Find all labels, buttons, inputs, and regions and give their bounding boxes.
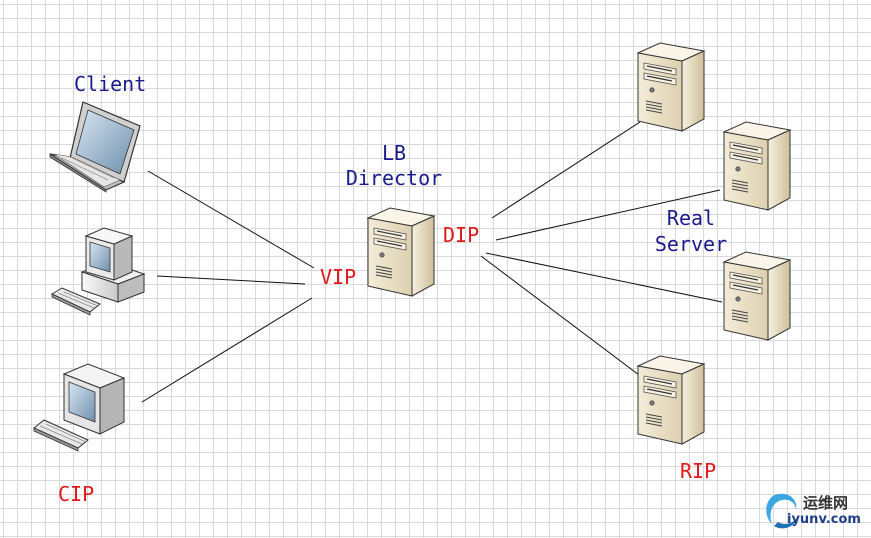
link-laptop-vip — [147, 170, 315, 269]
real-server-4-icon — [637, 355, 705, 445]
lb-director-label-line1: LB — [381, 141, 407, 165]
laptop-icon — [49, 101, 141, 193]
lb-director-label-line2: Director — [345, 166, 443, 190]
connection-lines — [141, 121, 723, 403]
real-server-1-icon — [637, 42, 705, 132]
vip-label: VIP — [320, 265, 357, 289]
director-server-icon — [367, 207, 435, 297]
real-server-label-line1: Real — [666, 206, 716, 230]
rip-label: RIP — [680, 459, 717, 483]
link-dip-server-2 — [495, 189, 721, 241]
link-dip-server-4 — [480, 255, 640, 376]
link-desktop-vip — [156, 275, 306, 285]
client-label: Client — [74, 72, 147, 96]
watermark-cn-text: 运维网 — [803, 494, 849, 512]
link-dip-server-1 — [491, 121, 641, 219]
dip-label: DIP — [443, 223, 480, 247]
real-server-3-icon — [723, 251, 791, 341]
link-terminal-vip — [141, 297, 313, 403]
real-server-2-icon — [723, 121, 791, 211]
watermark-logo-icon — [766, 493, 798, 529]
cip-label: CIP — [58, 482, 95, 506]
real-server-label-line2: Server — [654, 232, 728, 256]
link-dip-server-3 — [485, 252, 723, 303]
watermark-url-text: iyunv.com — [787, 512, 861, 527]
desktop-computer-icon — [50, 227, 146, 316]
terminal-computer-icon — [33, 363, 126, 452]
